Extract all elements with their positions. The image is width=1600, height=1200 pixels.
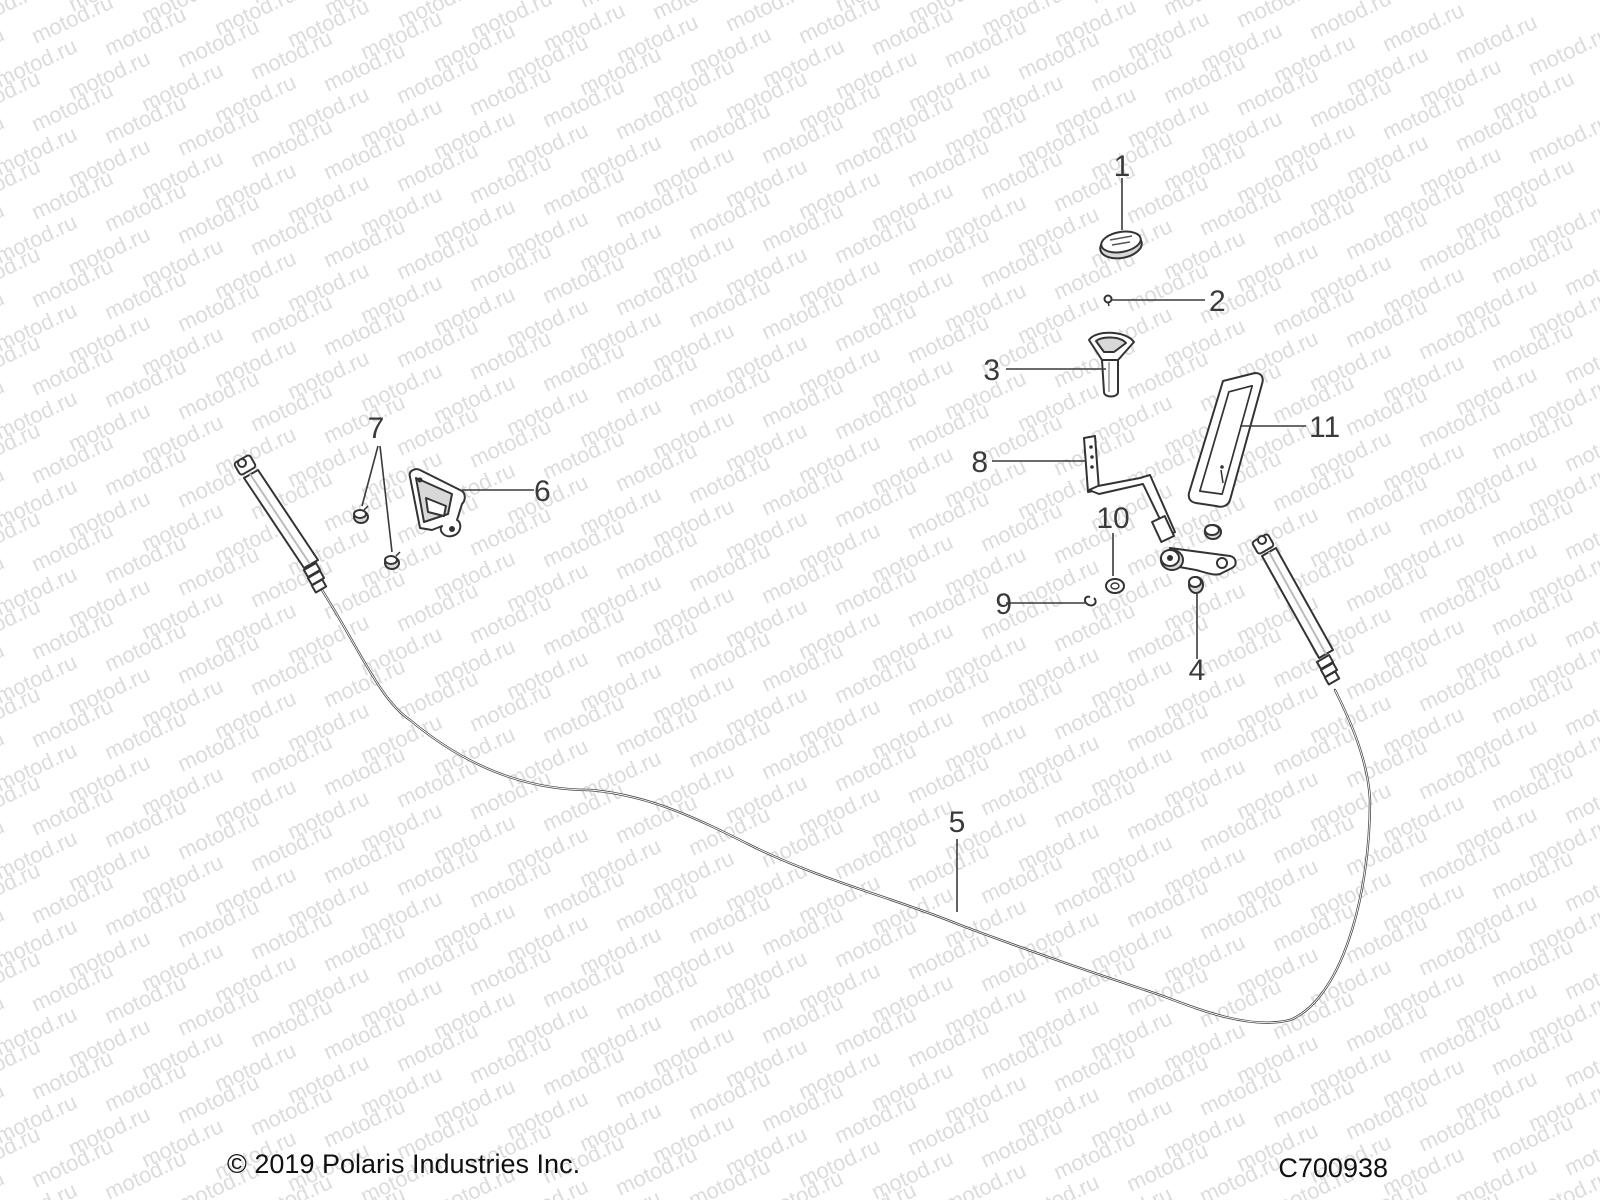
fastener-lower — [384, 551, 401, 570]
part-2-screw — [1103, 294, 1113, 307]
cable-end-left — [233, 454, 328, 594]
callout-labels: 1 2 3 4 5 6 7 8 9 10 11 — [368, 150, 1341, 839]
cable-assembly — [233, 454, 1372, 1024]
spacer-near-pedal — [1204, 524, 1222, 540]
cable-end-right — [1251, 533, 1341, 686]
leader-lines — [361, 178, 1306, 912]
part-9-clip — [1084, 595, 1097, 607]
part-8-pedal-lever — [1083, 435, 1237, 576]
callout-3: 3 — [983, 354, 1000, 387]
callout-1: 1 — [1114, 150, 1131, 183]
callout-10: 10 — [1096, 502, 1129, 535]
callout-9: 9 — [995, 588, 1012, 621]
callout-4: 4 — [1189, 654, 1206, 687]
part-7-fasteners — [353, 505, 401, 570]
part-1-cap — [1099, 230, 1143, 260]
watermark-text: motod.ru — [0, 1165, 8, 1200]
part-10-washer — [1105, 578, 1125, 594]
part-4-bushing — [1188, 576, 1204, 594]
callout-5: 5 — [949, 806, 966, 839]
callout-2: 2 — [1209, 285, 1226, 318]
callout-7: 7 — [368, 412, 385, 445]
callout-11: 11 — [1309, 411, 1340, 444]
part-6-bracket — [408, 468, 466, 538]
copyright-notice: © 2019 Polaris Industries Inc. — [227, 1149, 580, 1179]
callout-6: 6 — [534, 475, 551, 508]
callout-8: 8 — [971, 446, 988, 479]
figure-id: C700938 — [1278, 1153, 1388, 1183]
fastener-upper — [353, 505, 369, 524]
part-11-pedal-pad — [1187, 372, 1264, 508]
part-3-handle — [1088, 331, 1135, 398]
